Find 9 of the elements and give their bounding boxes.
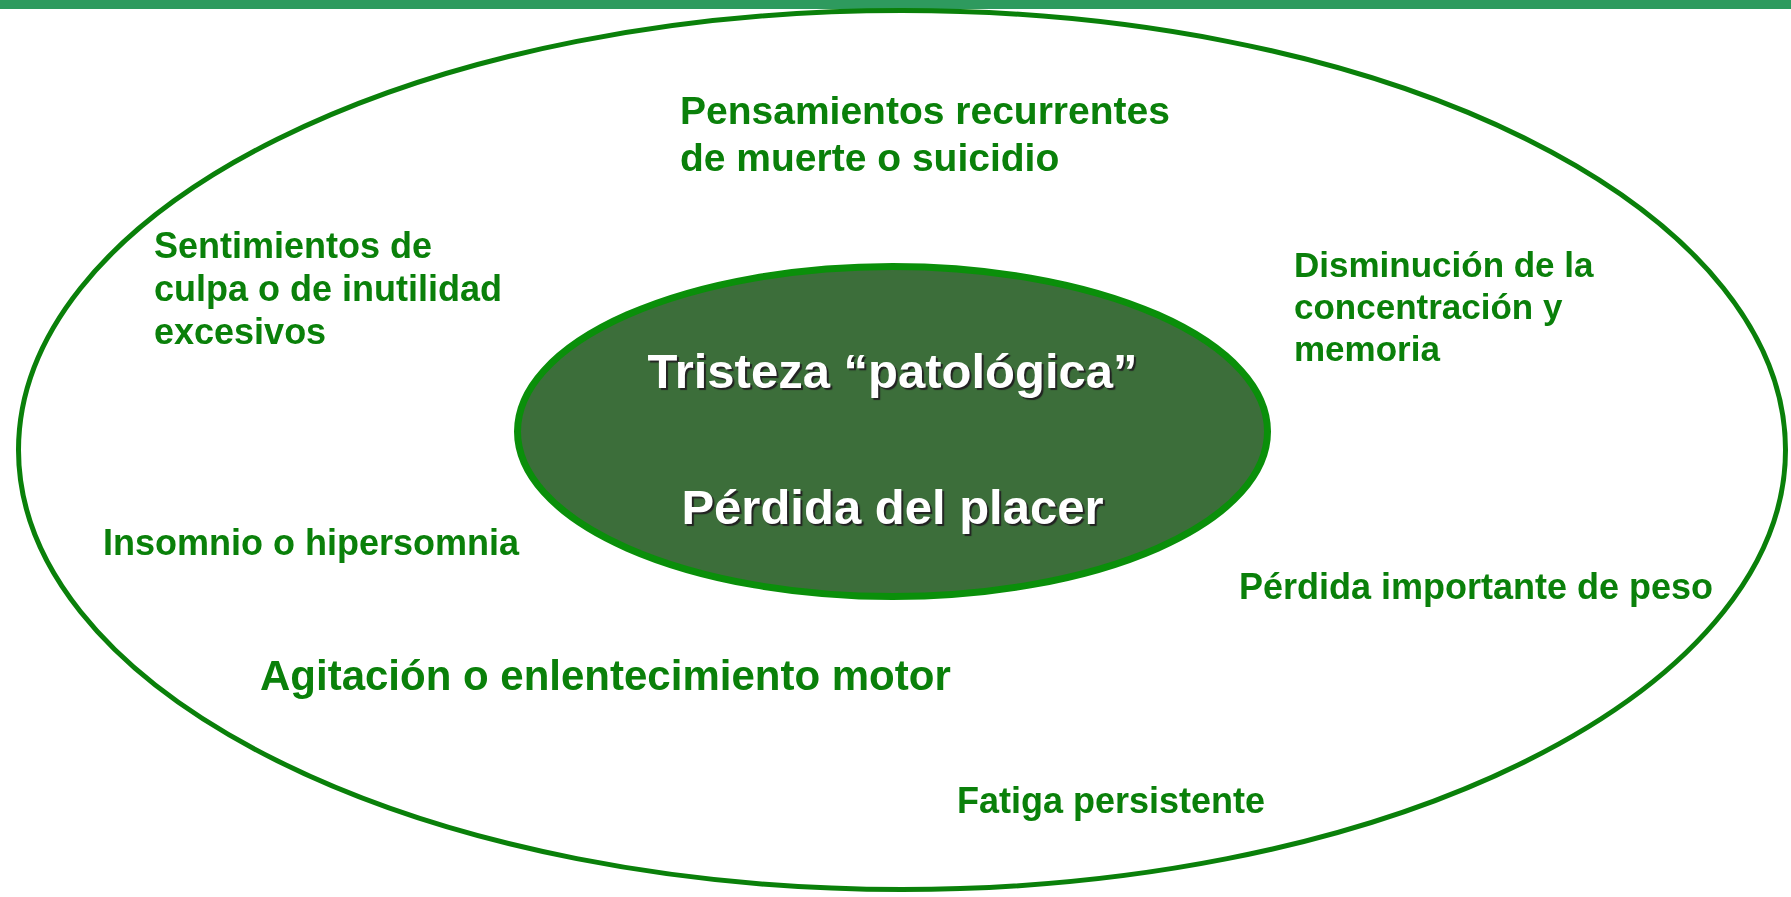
node-text: Pérdida del placer: [680, 479, 1105, 535]
symptom-label: Sentimientos de culpa o de inutilidad excesivos: [154, 224, 503, 354]
symptom-label: Pérdida importante de peso: [1239, 565, 1714, 609]
node-text: Tristeza “patológica”: [646, 343, 1139, 399]
symptom-label: Fatiga persistente: [957, 779, 1266, 823]
symptom-label: Agitación o enlentecimiento motor: [260, 651, 951, 701]
symptom-label: Disminución de la concentración y memoria: [1294, 244, 1595, 370]
symptom-label: Pensamientos recurrentes de muerte o suicidio: [680, 88, 1171, 181]
symptom-label: Insomnio o hipersomnia: [103, 521, 520, 565]
